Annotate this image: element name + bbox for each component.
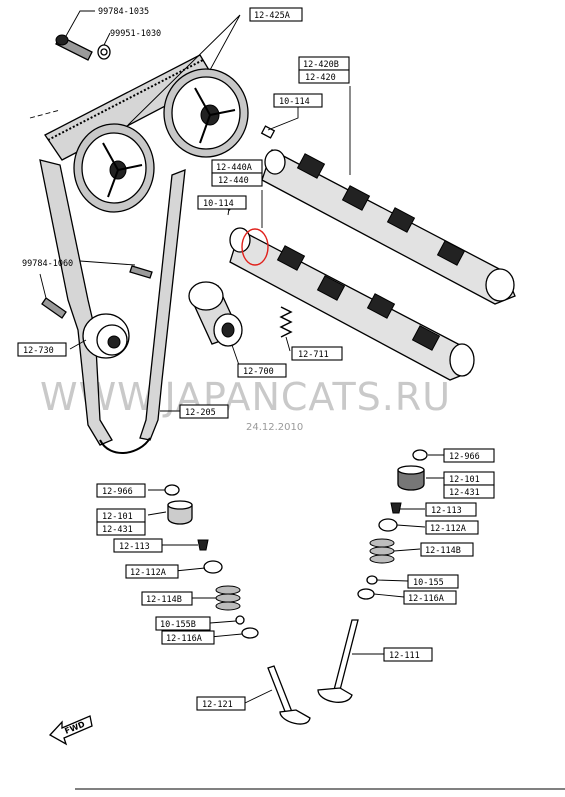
callout-12-101-left: 12-101	[96, 508, 146, 523]
callout-12-431-left: 12-431	[96, 521, 146, 536]
svg-text:12-431: 12-431	[102, 525, 133, 535]
fwd-arrow: FWD	[48, 715, 93, 746]
callout-12-966-right: 12-966	[443, 448, 495, 463]
callout-12-700: 12-700	[237, 363, 287, 378]
exhaust-valve	[317, 619, 359, 703]
svg-text:12-966: 12-966	[449, 452, 480, 462]
svg-text:12-101: 12-101	[449, 475, 480, 485]
callout-10-114-lower: 10-114	[197, 195, 247, 210]
svg-text:10-155B: 10-155B	[160, 620, 196, 630]
callout-12-116A-right: 12-116A	[403, 590, 457, 605]
callout-12-966-left: 12-966	[96, 483, 146, 498]
callout-12-711: 12-711	[291, 346, 343, 361]
callout-99784-1035: 99784-1035	[98, 7, 149, 17]
svg-text:12-711: 12-711	[298, 350, 329, 360]
callout-12-440: 12-440	[211, 172, 263, 187]
svg-text:12-101: 12-101	[102, 512, 133, 522]
tensioner-spring	[279, 306, 293, 338]
callout-12-121: 12-121	[196, 696, 246, 711]
tensioner-bolt	[41, 265, 153, 319]
camshaft-upper	[260, 125, 516, 305]
svg-text:12-440A: 12-440A	[216, 163, 252, 173]
callout-12-205: 12-205	[179, 404, 229, 419]
idler-pulley	[82, 313, 130, 359]
svg-text:12-112A: 12-112A	[430, 524, 466, 534]
right-valve-train	[357, 449, 428, 600]
callout-99784-1060: 99784-1060	[22, 259, 73, 269]
svg-text:12-700: 12-700	[243, 367, 274, 377]
svg-text:12-116A: 12-116A	[408, 594, 444, 604]
sprocket-bolt	[55, 34, 93, 61]
svg-text:12-113: 12-113	[431, 506, 462, 516]
svg-text:12-116A: 12-116A	[166, 634, 202, 644]
svg-text:99784-1035: 99784-1035	[98, 7, 149, 17]
svg-text:12-113: 12-113	[119, 542, 150, 552]
cam-sprocket-front	[73, 123, 155, 213]
intake-valve	[267, 665, 311, 725]
svg-text:10-114: 10-114	[279, 97, 310, 107]
callout-12-114B-right: 12-114B	[420, 542, 474, 557]
callout-12-113-right: 12-113	[425, 502, 477, 517]
callout-12-101-right: 12-101	[443, 471, 495, 486]
svg-text:12-112A: 12-112A	[130, 568, 166, 578]
callout-12-116A-left: 12-116A	[161, 630, 215, 645]
svg-text:12-440: 12-440	[218, 176, 249, 186]
callout-12-420B: 12-420B	[298, 56, 350, 71]
camshaft-lower	[219, 197, 475, 381]
svg-text:12-966: 12-966	[102, 487, 133, 497]
callout-10-155B: 10-155B	[155, 616, 211, 631]
svg-text:10-114: 10-114	[203, 199, 234, 209]
callout-12-111: 12-111	[383, 647, 433, 662]
highlight-circle	[241, 228, 269, 266]
callout-99951-1030: 99951-1030	[110, 29, 161, 39]
svg-text:12-121: 12-121	[202, 700, 233, 710]
left-valve-train	[164, 484, 259, 639]
callout-12-112A-left: 12-112A	[125, 564, 179, 579]
leader-lines	[29, 10, 445, 704]
svg-text:12-114B: 12-114B	[146, 595, 182, 605]
callout-10-114-upper: 10-114	[273, 93, 323, 108]
callout-12-420: 12-420	[298, 69, 350, 84]
date-stamp: 24.12.2010	[246, 422, 303, 433]
callout-12-440A: 12-440A	[211, 159, 263, 174]
svg-text:12-420B: 12-420B	[303, 60, 339, 70]
callout-10-155: 10-155	[407, 574, 459, 589]
sprocket-washer	[97, 44, 111, 60]
svg-text:12-111: 12-111	[389, 651, 420, 661]
svg-text:12-420: 12-420	[305, 73, 336, 83]
svg-text:12-730: 12-730	[23, 346, 54, 356]
svg-text:10-155: 10-155	[413, 578, 444, 588]
callout-12-112A-right: 12-112A	[425, 520, 479, 535]
callout-12-113-left: 12-113	[113, 538, 163, 553]
svg-text:12-114B: 12-114B	[425, 546, 461, 556]
svg-text:12-425A: 12-425A	[254, 11, 290, 21]
callout-12-431-right: 12-431	[443, 484, 495, 499]
callout-12-425A: 12-425A	[249, 7, 303, 22]
callout-12-730: 12-730	[17, 342, 67, 357]
svg-text:99784-1060: 99784-1060	[22, 259, 73, 269]
belt-tensioner	[188, 281, 243, 347]
svg-text:12-431: 12-431	[449, 488, 480, 498]
watermark-text: WWW.JAPANCATS.RU	[40, 375, 451, 419]
svg-text:99951-1030: 99951-1030	[110, 29, 161, 39]
svg-text:12-205: 12-205	[185, 408, 216, 418]
cam-sprocket-rear	[163, 68, 249, 158]
callout-12-114B-left: 12-114B	[141, 591, 193, 606]
